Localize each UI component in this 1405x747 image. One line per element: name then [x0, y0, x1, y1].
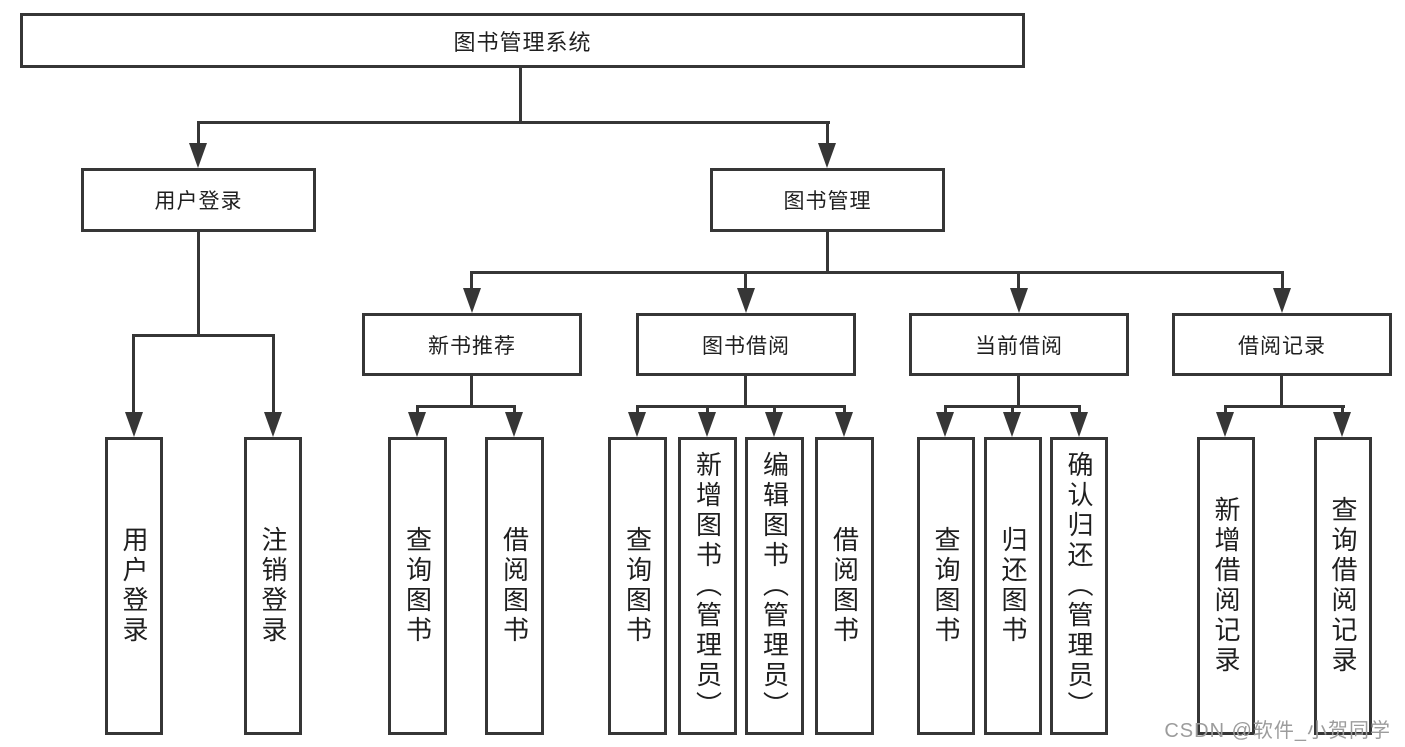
node-root: 图书管理系统 — [20, 13, 1025, 68]
leaf-logout: 注销登录 — [244, 437, 302, 735]
connector-root-stem — [519, 68, 522, 121]
connector-to-logout-leaf — [272, 334, 275, 416]
connector-leaf-stub — [1011, 405, 1014, 416]
leaf-confirm-return-admin-label: 确认归还（管理员） — [1064, 451, 1094, 721]
leaf-query-books-recommend-label: 查询图书 — [402, 526, 433, 646]
connector-book-borrow-crossbar — [636, 405, 846, 408]
node-book-borrow-label: 图书借阅 — [702, 334, 790, 358]
node-root-label: 图书管理系统 — [453, 29, 592, 55]
leaf-logout-label: 注销登录 — [258, 526, 288, 646]
node-user-login-label: 用户登录 — [154, 190, 243, 213]
connector-leaf-stub — [513, 405, 516, 416]
connector-to-book-mgmt — [826, 121, 829, 149]
leaf-query-books-current-label: 查询图书 — [931, 526, 961, 646]
connector-book-mgmt-crossbar — [470, 271, 1284, 274]
node-user-login: 用户登录 — [81, 168, 316, 232]
leaf-borrow-books: 借阅图书 — [815, 437, 874, 735]
leaf-query-books-borrow-label: 查询图书 — [622, 526, 653, 646]
arrow-down-icon — [936, 412, 954, 437]
leaf-return-books: 归还图书 — [984, 437, 1042, 735]
connector-leaf-stub — [843, 405, 846, 416]
leaf-query-borrow-record-label: 查询借阅记录 — [1328, 496, 1358, 676]
connector-leaf-stub — [773, 405, 776, 416]
leaf-add-books-admin-label: 新增图书（管理员） — [692, 451, 723, 721]
connector-new-book-stem — [470, 376, 473, 408]
leaf-add-books-admin: 新增图书（管理员） — [678, 437, 737, 735]
leaf-edit-books-admin-label: 编辑图书（管理员） — [759, 451, 790, 721]
connector-to-current-borrow — [1017, 271, 1020, 291]
connector-book-borrow-stem — [744, 376, 747, 408]
leaf-add-borrow-record: 新增借阅记录 — [1197, 437, 1255, 735]
connector-leaf-stub — [416, 405, 419, 416]
connector-leaf-stub — [1224, 405, 1227, 416]
connector-book-mgmt-stem — [826, 232, 829, 274]
arrow-down-icon — [463, 288, 481, 313]
connector-user-login-stem — [197, 232, 200, 337]
connector-leaf-stub — [706, 405, 709, 416]
arrow-down-icon — [1216, 412, 1234, 437]
connector-user-login-crossbar — [133, 334, 275, 337]
leaf-query-books-current: 查询图书 — [917, 437, 975, 735]
connector-leaf-stub — [1341, 405, 1344, 416]
leaf-borrow-books-recommend: 借阅图书 — [485, 437, 544, 735]
node-book-management: 图书管理 — [710, 168, 945, 232]
arrow-down-icon — [628, 412, 646, 437]
node-borrow-record-label: 借阅记录 — [1238, 334, 1326, 358]
csdn-watermark: CSDN @软件_小贺同学 — [1164, 720, 1391, 742]
leaf-add-borrow-record-label: 新增借阅记录 — [1211, 496, 1241, 676]
arrow-down-icon — [505, 412, 523, 437]
arrow-down-icon — [1070, 412, 1088, 437]
arrow-down-icon — [737, 288, 755, 313]
arrow-down-icon — [264, 412, 282, 437]
connector-leaf-stub — [1078, 405, 1081, 416]
leaf-query-borrow-record: 查询借阅记录 — [1314, 437, 1372, 735]
connector-borrow-record-crossbar — [1224, 405, 1345, 408]
arrow-down-icon — [125, 412, 143, 437]
arrow-down-icon — [818, 143, 836, 168]
arrow-down-icon — [1010, 288, 1028, 313]
leaf-return-books-label: 归还图书 — [998, 526, 1028, 646]
node-current-borrow: 当前借阅 — [909, 313, 1129, 376]
arrow-down-icon — [1273, 288, 1291, 313]
node-new-book-recommend: 新书推荐 — [362, 313, 582, 376]
connector-root-crossbar — [197, 121, 830, 124]
arrow-down-icon — [1333, 412, 1351, 437]
node-borrow-record: 借阅记录 — [1172, 313, 1392, 376]
leaf-borrow-books-label: 借阅图书 — [829, 526, 860, 646]
node-book-borrow: 图书借阅 — [636, 313, 856, 376]
connector-borrow-record-stem — [1280, 376, 1283, 408]
arrow-down-icon — [408, 412, 426, 437]
leaf-borrow-books-recommend-label: 借阅图书 — [499, 526, 530, 646]
connector-to-login-leaf — [132, 334, 135, 416]
connector-to-new-book — [470, 271, 473, 291]
arrow-down-icon — [835, 412, 853, 437]
leaf-confirm-return-admin: 确认归还（管理员） — [1050, 437, 1108, 735]
leaf-edit-books-admin: 编辑图书（管理员） — [745, 437, 804, 735]
leaf-query-books-borrow: 查询图书 — [608, 437, 667, 735]
node-new-book-recommend-label: 新书推荐 — [428, 334, 516, 358]
node-current-borrow-label: 当前借阅 — [975, 334, 1063, 358]
connector-leaf-stub — [636, 405, 639, 416]
arrow-down-icon — [189, 143, 207, 168]
connector-to-book-borrow — [744, 271, 747, 291]
arrow-down-icon — [698, 412, 716, 437]
arrow-down-icon — [1003, 412, 1021, 437]
leaf-query-books-recommend: 查询图书 — [388, 437, 447, 735]
node-book-management-label: 图书管理 — [783, 190, 872, 213]
connector-to-borrow-record — [1281, 271, 1284, 291]
leaf-user-login-label: 用户登录 — [119, 526, 149, 646]
connector-current-borrow-stem — [1017, 376, 1020, 408]
leaf-user-login: 用户登录 — [105, 437, 163, 735]
connector-new-book-crossbar — [416, 405, 516, 408]
arrow-down-icon — [765, 412, 783, 437]
connector-leaf-stub — [944, 405, 947, 416]
connector-to-user-login — [197, 121, 200, 149]
